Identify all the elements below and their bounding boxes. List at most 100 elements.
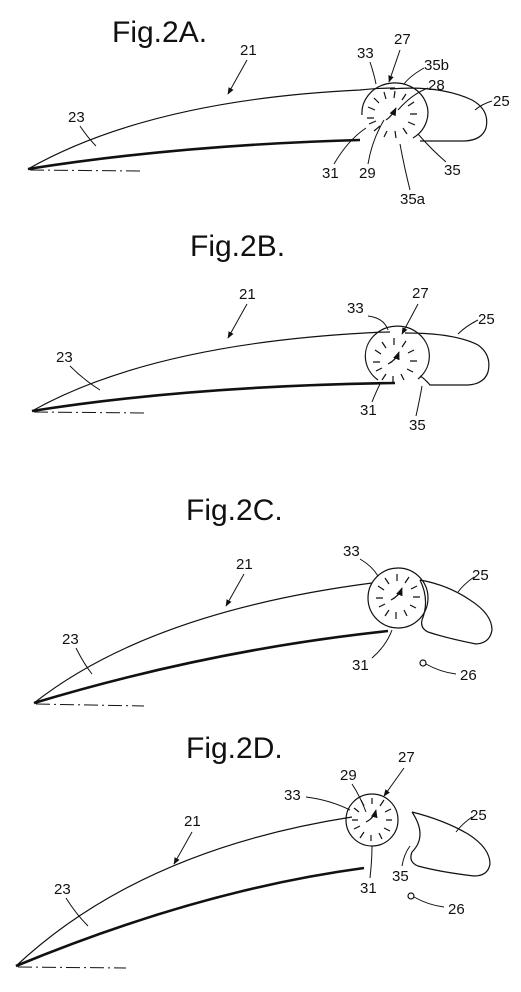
leader-35: [401, 845, 411, 867]
trailing-flap-25: [410, 811, 491, 877]
figure-2a-reference-labels: 21 23 33 27 35b 28 25 31 29 35 35a: [68, 31, 510, 208]
figure-2c-title: Fig.2C.: [186, 494, 283, 527]
hinge-circle-27: [361, 82, 429, 139]
leader-31: [369, 845, 373, 879]
pivot-arrow: [365, 809, 378, 823]
hinge-dash-ring: [376, 574, 420, 619]
hinge-circle-27: [367, 567, 429, 629]
figure-2d-title: Fig.2D.: [186, 732, 283, 765]
leader-29: [351, 783, 367, 813]
leader-25: [457, 319, 479, 335]
leader-21: [227, 59, 248, 95]
pivot-arrow: [387, 351, 400, 365]
ref-26: 26: [460, 667, 477, 684]
ref-35: 35: [444, 162, 461, 179]
leader-27: [383, 767, 405, 797]
hinge-outline: [367, 567, 429, 629]
ref-29: 29: [359, 165, 376, 182]
leader-31: [371, 629, 393, 659]
leader-35b: [403, 67, 425, 85]
figure-2a: Fig.2A. 21 23 33 27 35b 28: [27, 16, 510, 208]
ref-23: 23: [54, 881, 71, 898]
leader-25: [474, 100, 493, 111]
main-wing-element: [31, 331, 396, 413]
pivot-point-26: [419, 659, 427, 667]
leader-21: [225, 573, 245, 607]
ref-27: 27: [398, 749, 415, 766]
ref-27: 27: [412, 285, 429, 302]
leader-27: [388, 49, 401, 83]
main-wing-element: [33, 582, 389, 705]
chord-centre-line: [29, 169, 141, 172]
pivot-arrow-28: [385, 107, 397, 121]
ref-29: 29: [340, 767, 357, 784]
leader-31: [371, 383, 381, 403]
hinge-circle-27: [345, 793, 399, 847]
leader-33: [359, 558, 379, 577]
leader-25: [457, 576, 475, 593]
ref-28: 28: [428, 77, 445, 94]
leader-25: [455, 816, 473, 833]
main-wing-element: [15, 816, 365, 968]
ref-21: 21: [184, 813, 201, 830]
pivot-point-26: [407, 892, 415, 900]
leader-21: [173, 831, 193, 865]
ref-25: 25: [493, 93, 510, 110]
figure-2b: Fig.2B. 21 23 33 27 25 31 35: [31, 230, 495, 434]
figure-2c: Fig.2C. 21 23 33 25 31 26: [33, 494, 493, 707]
ref-21: 21: [239, 286, 256, 303]
ref-31: 31: [360, 880, 377, 897]
ref-31: 31: [352, 657, 369, 674]
ref-35a: 35a: [400, 191, 426, 208]
leader-23: [75, 647, 93, 675]
hinge-circle-27: [364, 325, 430, 383]
leader-23: [79, 125, 97, 147]
leader-33: [305, 796, 351, 811]
figure-2d: Fig.2D. 21 23 33 29 27 25 35: [15, 732, 491, 969]
leader-33: [369, 61, 377, 85]
leader-28: [397, 87, 429, 111]
chord-centre-line: [35, 703, 145, 707]
ref-25: 25: [472, 567, 489, 584]
ref-33: 33: [347, 300, 364, 317]
ref-21: 21: [236, 556, 253, 573]
ref-31: 31: [360, 402, 377, 419]
ref-35: 35: [392, 868, 409, 885]
figure-2d-reference-labels: 21 23 33 29 27 25 35 31 26: [54, 749, 487, 927]
ref-33: 33: [284, 787, 301, 804]
ref-33: 33: [357, 45, 374, 62]
leader-35: [415, 385, 423, 417]
leader-31: [333, 127, 367, 165]
ref-23: 23: [62, 631, 79, 648]
ref-35: 35: [409, 417, 426, 434]
leader-21: [227, 303, 248, 339]
trailing-flap-25: [389, 87, 488, 142]
main-wing-element: [27, 87, 396, 171]
figure-2c-reference-labels: 21 23 33 25 31 26: [62, 543, 489, 684]
ref-31: 31: [322, 165, 339, 182]
pivot-arrow: [390, 587, 403, 601]
ref-33: 33: [343, 543, 360, 560]
figure-2a-title: Fig.2A.: [112, 16, 207, 49]
figure-2b-title: Fig.2B.: [190, 230, 285, 263]
chord-centre-line: [17, 966, 127, 969]
ref-26: 26: [448, 901, 465, 918]
leader-35a: [399, 143, 411, 191]
hinge-dash-ring: [352, 798, 392, 841]
trailing-flap-25: [404, 332, 490, 386]
leader-29: [367, 119, 385, 165]
chord-centre-line: [33, 411, 147, 414]
leader-23: [69, 365, 101, 391]
ref-25: 25: [478, 311, 495, 328]
leader-23: [65, 897, 89, 927]
ref-35b: 35b: [424, 57, 449, 74]
ref-23: 23: [56, 349, 73, 366]
leader-35: [417, 133, 447, 163]
hinge-dash-ring: [373, 338, 417, 383]
hinge-dash-ring: [367, 90, 417, 139]
leader-27: [401, 303, 419, 335]
ref-21: 21: [240, 42, 257, 59]
ref-25: 25: [470, 807, 487, 824]
leader-26: [413, 896, 445, 908]
